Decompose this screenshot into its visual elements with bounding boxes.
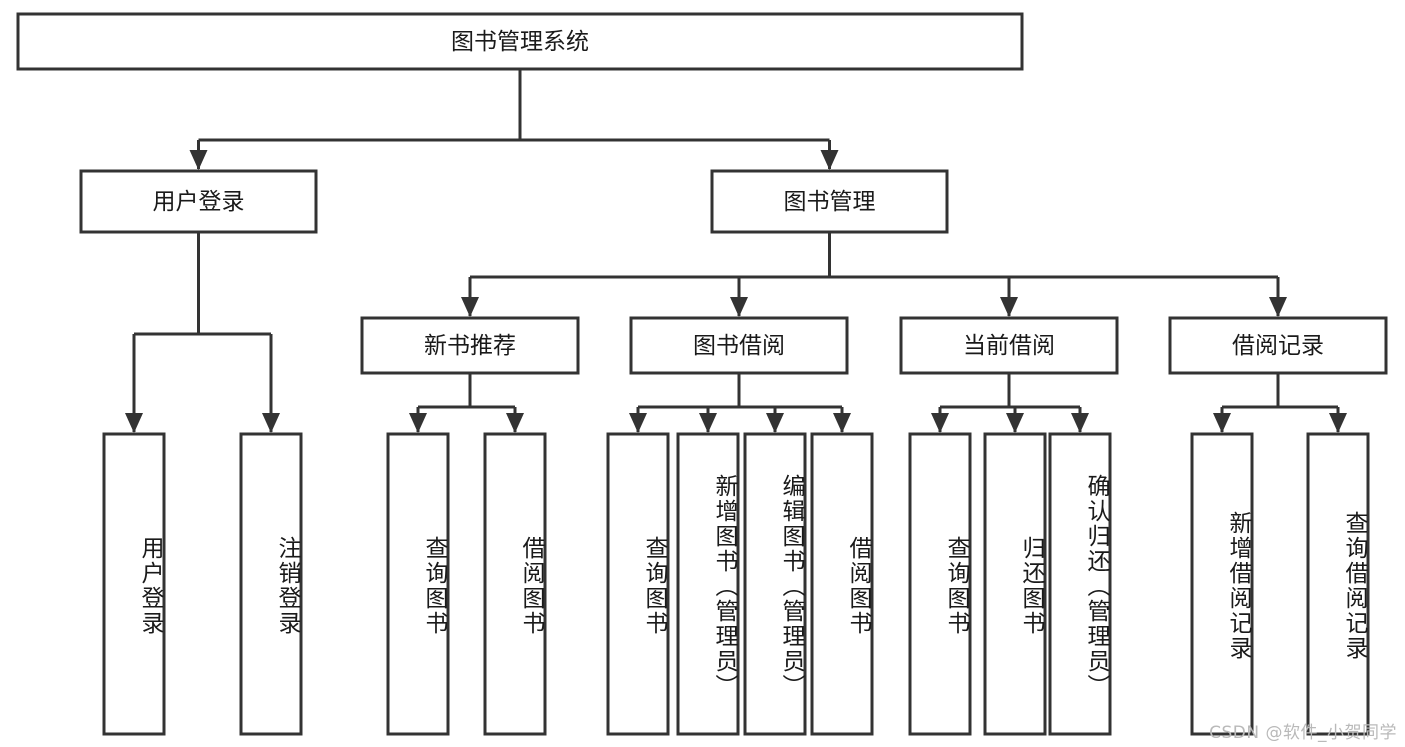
node-box-recommend-query-book[interactable] xyxy=(386,432,450,736)
node-label-book-borrow: 图书借阅 xyxy=(693,333,785,359)
node-label-book-management: 图书管理 xyxy=(784,189,876,215)
arrow-head-icon xyxy=(1269,297,1287,317)
arrow-head-icon xyxy=(833,413,851,433)
node-box-recommend-borrow-book[interactable] xyxy=(483,432,547,736)
arrow-head-icon xyxy=(629,413,647,433)
node-label-new-book-recommend: 新书推荐 xyxy=(424,333,516,359)
node-box-borrow-query-book[interactable] xyxy=(606,432,670,736)
node-box-layer xyxy=(16,12,1388,736)
node-box-user-login[interactable] xyxy=(79,169,318,234)
csdn-watermark: CSDN @软件_小贺同学 xyxy=(1209,723,1397,743)
node-box-root[interactable] xyxy=(16,12,1024,71)
arrow-head-icon xyxy=(409,413,427,433)
node-box-borrow-add-book-admin[interactable] xyxy=(676,432,740,736)
arrow-head-icon xyxy=(699,413,717,433)
arrow-head-icon xyxy=(1000,297,1018,317)
node-box-records-add-record[interactable] xyxy=(1190,432,1254,736)
node-box-book-management[interactable] xyxy=(710,169,949,234)
arrow-head-icon xyxy=(730,297,748,317)
node-box-current-return-book[interactable] xyxy=(983,432,1047,736)
node-label-borrow-records: 借阅记录 xyxy=(1232,333,1324,359)
arrow-head-icon xyxy=(1213,413,1231,433)
node-label-user-login: 用户登录 xyxy=(153,189,245,215)
node-box-current-borrow[interactable] xyxy=(899,316,1119,375)
node-box-borrow-edit-book-admin[interactable] xyxy=(743,432,807,736)
arrow-head-icon xyxy=(1329,413,1347,433)
arrow-head-icon xyxy=(820,150,839,170)
arrow-head-icon xyxy=(461,297,479,317)
arrow-head-icon xyxy=(262,413,280,433)
arrow-head-icon xyxy=(189,150,208,170)
node-box-logout-leaf[interactable] xyxy=(239,432,303,736)
connector-layer xyxy=(125,69,1347,433)
arrow-head-icon xyxy=(1071,413,1089,433)
arrow-head-icon xyxy=(931,413,949,433)
node-box-current-query-book[interactable] xyxy=(908,432,972,736)
arrow-head-icon xyxy=(506,413,524,433)
arrow-head-icon xyxy=(125,413,143,433)
node-box-new-book-recommend[interactable] xyxy=(360,316,580,375)
node-label-current-borrow: 当前借阅 xyxy=(963,333,1055,359)
arrow-head-icon xyxy=(1006,413,1024,433)
arrow-head-icon xyxy=(766,413,784,433)
node-box-borrow-borrow-book[interactable] xyxy=(810,432,874,736)
node-box-borrow-records[interactable] xyxy=(1168,316,1388,375)
node-box-user-login-leaf[interactable] xyxy=(102,432,166,736)
node-box-current-confirm-return-admin[interactable] xyxy=(1048,432,1112,736)
node-box-records-query-record[interactable] xyxy=(1306,432,1370,736)
node-label-root: 图书管理系统 xyxy=(451,29,589,55)
node-box-book-borrow[interactable] xyxy=(629,316,849,375)
